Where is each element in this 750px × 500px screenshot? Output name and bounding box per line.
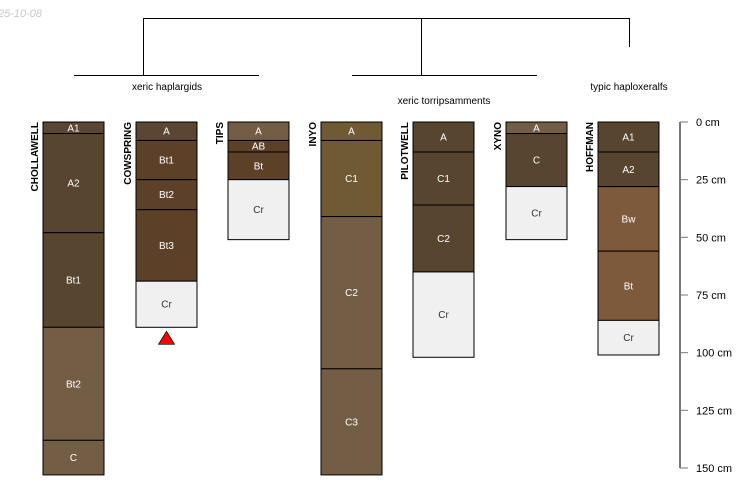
horizon-label: Cr <box>623 333 634 344</box>
horizon-label: Bt2 <box>159 190 174 201</box>
horizon-cr <box>135 280 198 328</box>
horizon-label: Bt <box>624 281 634 292</box>
horizon-c1 <box>320 139 383 218</box>
horizon-label: C1 <box>437 174 450 185</box>
profile-name: TIPS <box>215 122 226 145</box>
profile-name: COWSPRING <box>123 122 134 185</box>
axis-tick-label: 25 cm <box>696 175 726 187</box>
horizon-label: Cr <box>531 209 542 220</box>
horizon-c <box>42 439 105 476</box>
horizon-label: A <box>440 132 447 143</box>
horizon-label: Bt <box>254 161 264 172</box>
horizon-label: Cr <box>161 300 172 311</box>
profile-name: XYNO <box>493 122 504 151</box>
horizon-label: Bt1 <box>159 156 174 167</box>
horizon-cr <box>412 271 475 358</box>
date-stamp: 25-10-08 <box>0 8 43 20</box>
horizon-c <box>505 133 568 188</box>
axis-tick-label: 50 cm <box>696 232 726 244</box>
horizon-label: A <box>255 127 262 138</box>
profile-name: INYO <box>308 122 319 147</box>
horizon-label: A1 <box>67 123 80 134</box>
horizon-a1 <box>597 121 660 153</box>
horizon-label: Cr <box>438 310 449 321</box>
horizon-label: C1 <box>345 174 358 185</box>
horizon-label: C2 <box>437 234 450 245</box>
group-label: typic haploxeralfs <box>590 82 667 93</box>
horizon-label: A <box>163 127 170 138</box>
axis-tick-label: 0 cm <box>696 117 720 129</box>
horizon-label: A1 <box>622 132 635 143</box>
group-label: xeric torripsamments <box>398 96 491 107</box>
horizon-cr <box>597 319 660 356</box>
horizon-bt1 <box>135 139 198 181</box>
horizon-bt1 <box>42 232 105 328</box>
horizon-a <box>412 121 475 153</box>
horizon-label: Bt1 <box>66 276 81 287</box>
horizon-label: Bt3 <box>159 241 174 252</box>
horizon-label: C2 <box>345 288 358 299</box>
axis-tick-label: 150 cm <box>696 463 732 475</box>
axis-tick-label: 100 cm <box>696 348 732 360</box>
horizon-label: A2 <box>67 179 80 190</box>
profile-name: PILOTWELL <box>400 122 411 180</box>
horizon-label: C3 <box>345 417 358 428</box>
profile-xyno: XYNO A C Cr <box>493 121 568 241</box>
horizon-label: C <box>533 156 540 167</box>
horizon-cr <box>505 186 568 241</box>
horizon-label: Bt2 <box>66 379 81 390</box>
axis-tick-label: 125 cm <box>696 405 732 417</box>
horizon-c1 <box>412 151 475 206</box>
horizon-label: A <box>348 127 355 138</box>
horizon-bt <box>227 151 290 181</box>
horizon-c3 <box>320 368 383 476</box>
horizon-label: Bw <box>622 214 637 225</box>
axis-tick-label: 75 cm <box>696 290 726 302</box>
horizon-label: A2 <box>622 165 635 176</box>
depth-axis: 0 cm 25 cm 50 cm 75 cm 100 cm 125 cm 150 cm <box>679 117 732 475</box>
profile-name: HOFFMAN <box>585 122 596 172</box>
horizon-a2 <box>42 133 105 234</box>
dendrogram <box>74 18 630 76</box>
group-label: xeric haplargids <box>132 82 202 93</box>
horizon-cr <box>227 179 290 241</box>
horizon-label: C <box>70 453 77 464</box>
profile-name: CHOLLAWELL <box>30 122 41 191</box>
bottom-marker-triangle-icon <box>157 330 176 345</box>
horizon-bt2 <box>42 326 105 441</box>
horizon-label: AB <box>252 142 266 153</box>
horizon-label: A <box>533 123 540 134</box>
horizon-label: Cr <box>253 205 264 216</box>
